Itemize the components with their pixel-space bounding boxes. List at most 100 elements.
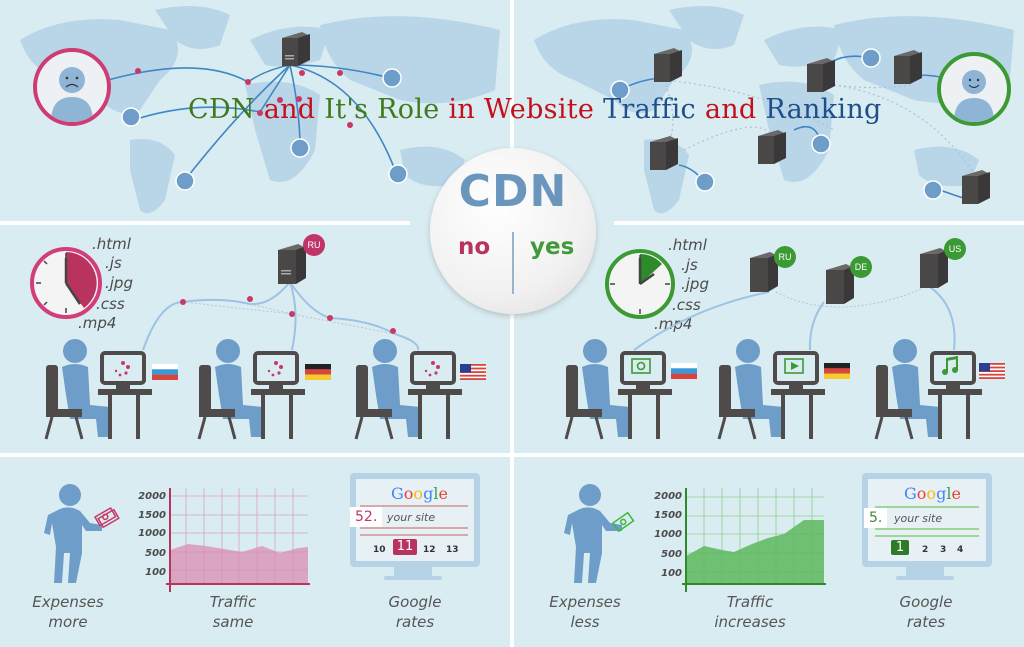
google-rates-caption: Google rates [876,592,976,632]
divider-top [0,221,410,225]
page-number: 12 [423,545,436,555]
file-type-mp4: .mp4 [654,315,693,333]
sad-face-icon [51,67,93,122]
site-label: your site [387,511,436,524]
fast-clock-icon [605,249,675,319]
expenses-less-caption: Expenses less [537,592,633,632]
no-cdn-connections [142,244,420,351]
flag-germany-icon [305,364,331,380]
cdn-comparison-badge: CDN no yes [430,148,596,314]
page-number: 3 [940,545,947,555]
page-number: 2 [922,545,929,555]
traffic-same-caption: Traffic same [180,592,286,632]
music-note-icon [942,356,958,375]
file-type-css: .css [96,295,125,313]
server-region-badge: RU [303,234,325,256]
cdn-users [564,337,984,441]
monitor-screen [868,479,986,561]
yes-cdn-label: yes [530,234,575,260]
cdn-label: CDN [458,166,568,217]
file-type-css: .css [672,296,701,314]
monitor-base [896,576,954,580]
happy-face-icon [954,70,994,122]
result-line [360,534,468,536]
monitor-stand [394,567,432,577]
expenses-less-figure-icon [564,484,635,583]
origin-server-icon [282,32,310,66]
edge-servers-icons [650,48,990,204]
y-tick: 2000 [654,491,682,502]
file-type-js: .js [105,254,122,272]
google-label: Google [899,593,953,611]
server-region-badge: RU [774,246,796,268]
result-line [875,535,979,537]
expenses-more-caption: Expenses more [20,592,116,632]
page-number: 4 [957,545,964,555]
traffic-value: increases [714,613,786,631]
result-line [875,528,979,530]
title-part: CDN [188,94,264,125]
rates-label: rates [906,613,946,631]
page-number: 10 [373,545,386,555]
rank-position: 52. [350,507,383,527]
file-type-html: .html [92,235,131,253]
flag-germany-icon [824,363,850,379]
page-number: 13 [446,545,459,555]
expenses-more-figure-icon [44,484,120,583]
infographic-title: CDN and It's Role in Website Traffic and… [188,94,882,125]
sad-user-avatar [33,48,111,126]
site-label: your site [894,512,943,525]
y-tick: 100 [661,568,682,579]
rates-label: rates [395,613,435,631]
title-part: Traffic [603,94,705,125]
monitor-base [384,576,442,580]
divider-center-bottom [510,312,514,647]
result-line [875,506,979,508]
active-page-number: 1 [891,540,909,555]
rank-position: 5. [864,508,888,528]
y-tick: 1000 [654,529,682,540]
title-part: and [704,94,766,125]
traffic-value: same [212,613,254,631]
file-type-mp4: .mp4 [78,314,117,332]
y-tick: 1500 [138,510,166,521]
video-icon [784,358,804,374]
no-cdn-users [44,337,464,441]
y-tick: 2000 [138,491,166,502]
file-type-jpg: .jpg [681,275,709,293]
title-part: and [263,94,325,125]
flag-russia-icon [671,363,697,379]
file-type-html: .html [668,236,707,254]
y-tick: 1000 [138,528,166,539]
divider-top-right [614,221,1024,225]
money-bill-icon [93,506,120,529]
traffic-increases-chart [682,488,826,592]
google-logo: Google [391,484,448,503]
monitor-stand [906,567,944,577]
expenses-label: Expenses [549,593,621,611]
title-part: It's Role [324,94,449,125]
distributed-server-network [610,48,990,204]
traffic-area-series [170,544,308,584]
money-bill-icon [611,511,635,533]
y-tick: 100 [145,567,166,578]
expenses-value: less [570,613,600,631]
google-label: Google [388,593,442,611]
file-type-js: .js [681,256,698,274]
google-logo: Google [904,484,961,503]
traffic-label: Traffic [726,593,774,611]
traffic-increases-caption: Traffic increases [690,592,810,632]
single-server-network [107,32,408,191]
title-part: Ranking [765,94,882,125]
expenses-label: Expenses [32,593,104,611]
file-type-jpg: .jpg [105,274,133,292]
image-icon [631,358,651,374]
y-tick: 500 [661,549,682,560]
traffic-area-series [686,520,824,584]
no-cdn-label: no [458,234,491,260]
flag-russia-icon [152,364,178,380]
y-tick: 500 [145,548,166,559]
badge-separator [512,232,514,294]
active-page-number: 11 [393,539,417,555]
traffic-label: Traffic [209,593,257,611]
